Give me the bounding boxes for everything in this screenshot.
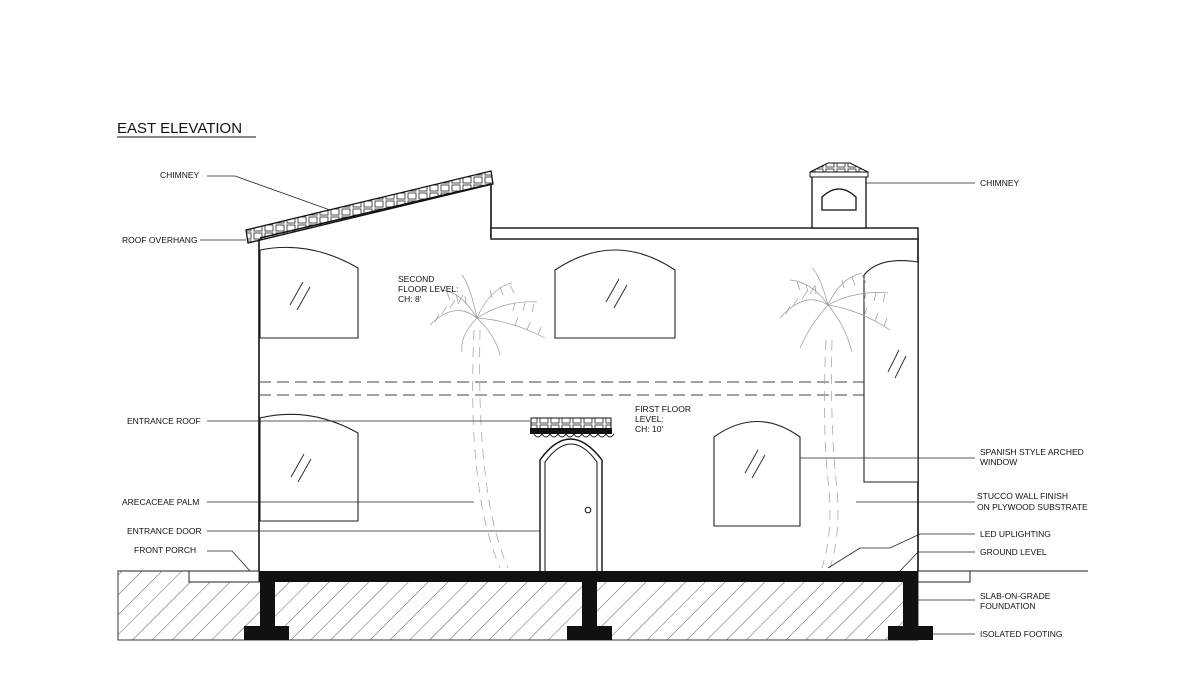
second-floor-level-line3: CH: 8' (398, 294, 422, 304)
first-floor-level-line1: FIRST FLOOR (635, 404, 691, 414)
drawing-title: EAST ELEVATION (117, 120, 242, 137)
roof-underside (259, 183, 492, 239)
first-floor-level-line2: LEVEL: (635, 414, 664, 424)
window-spanish-arched (713, 420, 801, 527)
label-stucco-line1: STUCCO WALL FINISH (977, 491, 1068, 501)
first-floor-level-line3: CH: 10' (635, 424, 663, 434)
footing-stem-right (903, 582, 918, 628)
footing-stem-middle (582, 582, 597, 628)
entrance-door (544, 443, 598, 571)
label-chimney-left: CHIMNEY (160, 170, 200, 180)
palm-tree-left (429, 274, 546, 569)
entrance-roof-base (530, 428, 612, 434)
sloped-roof (245, 170, 494, 244)
entrance-roof-scallops (533, 433, 615, 438)
label-slab-line2: FOUNDATION (980, 601, 1036, 611)
label-slab-line1: SLAB-ON-GRADE (980, 591, 1051, 601)
entrance-roof (530, 417, 612, 430)
label-arecaceae-palm: ARECACEAE PALM (122, 497, 199, 507)
footing-pad-middle (567, 626, 612, 640)
window-tall-right (863, 260, 919, 483)
window-first-left (259, 413, 359, 522)
label-spanish-window-line1: SPANISH STYLE ARCHED (980, 447, 1084, 457)
label-roof-overhang: ROOF OVERHANG (122, 235, 198, 245)
footing-pad-right (888, 626, 933, 640)
second-floor-level-line1: SECOND (398, 274, 434, 284)
rear-slab (917, 570, 971, 583)
window-second-left (259, 246, 359, 339)
second-floor-level-line2: FLOOR LEVEL: (398, 284, 458, 294)
label-ground-level: GROUND LEVEL (980, 547, 1047, 557)
door-knob (584, 506, 592, 514)
footing-stem-left (260, 582, 275, 628)
window-second-center (554, 249, 676, 339)
chimney-arch-opening (821, 188, 857, 211)
label-entrance-roof: ENTRANCE ROOF (127, 416, 201, 426)
label-entrance-door: ENTRANCE DOOR (127, 526, 202, 536)
palm-tree-right (779, 267, 891, 569)
slab-on-grade (259, 571, 918, 582)
label-front-porch: FRONT PORCH (134, 545, 196, 555)
chimney-cap (809, 162, 869, 173)
label-spanish-window-line2: WINDOW (980, 457, 1017, 467)
label-led-uplighting: LED UPLIGHTING (980, 529, 1051, 539)
label-chimney-right: CHIMNEY (980, 178, 1020, 188)
label-stucco-line2: ON PLYWOOD SUBSTRATE (977, 502, 1088, 512)
label-isolated-footing: ISOLATED FOOTING (980, 629, 1063, 639)
front-porch-slab (188, 570, 260, 583)
footing-pad-left (244, 626, 289, 640)
flat-roof-parapet (490, 227, 919, 240)
chimney-cap-band (809, 171, 869, 178)
